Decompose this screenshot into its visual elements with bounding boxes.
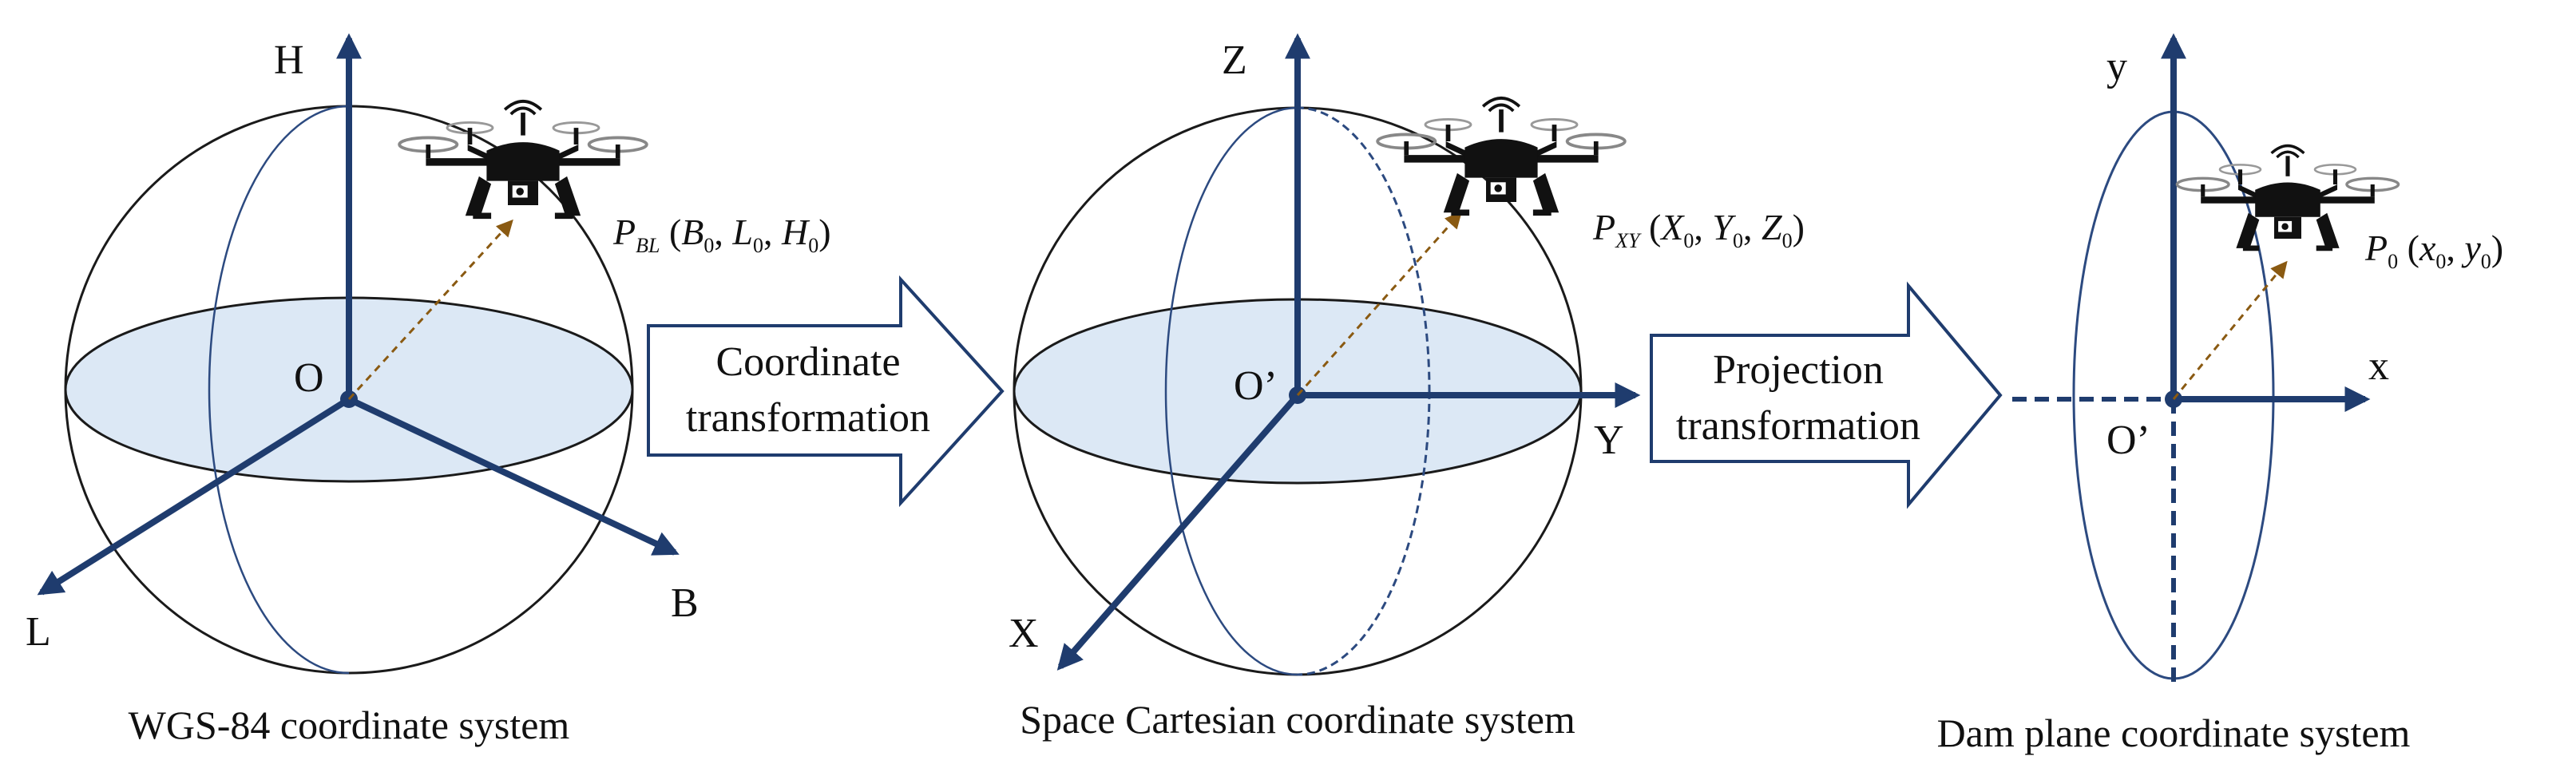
axis-x <box>1056 393 1301 671</box>
axis-label-z: Z <box>1222 38 1247 83</box>
projection-transformation-arrow: Projection transformation <box>1650 281 2003 509</box>
axis-label-x: x <box>2368 343 2389 389</box>
cartesian-panel: Z Y X O’ PXY (X0, Y0, Z0) Space Cartesia… <box>1009 33 1805 742</box>
wgs84-meridian <box>208 105 349 675</box>
cartesian-meridian-front <box>1164 106 1298 676</box>
caption-dam: Dam plane coordinate system <box>1937 711 2411 755</box>
point-label-wgs84: PBL (B0, L0, H0) <box>612 212 831 257</box>
position-vector <box>347 219 513 401</box>
origin-label: O’ <box>2106 418 2150 463</box>
axis-label-h: H <box>274 38 304 83</box>
wgs84-panel: H L B O PBL (B0, L0, H0) WGS-84 coordina… <box>26 33 831 747</box>
position-vector <box>2172 260 2288 400</box>
dam-panel: y x O’ P0 (x0, y0) Dam plane coordinate … <box>1937 33 2503 755</box>
coordinate-transformation-arrow: Coordinate transformation <box>647 275 1005 508</box>
caption-wgs84: WGS-84 coordinate system <box>129 703 570 747</box>
transform-2-line1: Projection <box>1713 347 1884 393</box>
axis-label-x: X <box>1009 611 1039 656</box>
axis-l <box>37 396 351 596</box>
axis-label-y: Y <box>1594 418 1624 463</box>
transform-2-line2: transformation <box>1676 403 1920 449</box>
axis-label-y: y <box>2106 44 2127 89</box>
drone-camera-icon <box>1377 98 1625 212</box>
caption-cartesian: Space Cartesian coordinate system <box>1020 697 1575 742</box>
drone-camera-icon <box>399 101 647 216</box>
axis-b <box>347 396 680 556</box>
cartesian-meridian-back <box>1298 106 1431 676</box>
position-vector <box>1296 211 1462 396</box>
transform-1-line2: transformation <box>686 395 930 441</box>
axis-label-b: B <box>671 580 699 626</box>
transform-1-line1: Coordinate <box>715 339 900 385</box>
origin-label: O <box>294 355 324 401</box>
point-label-dam: P0 (x0, y0) <box>2364 228 2503 273</box>
origin-label: O’ <box>1234 363 1278 409</box>
point-label-cartesian: PXY (X0, Y0, Z0) <box>1592 207 1805 252</box>
axis-label-l: L <box>26 609 51 655</box>
